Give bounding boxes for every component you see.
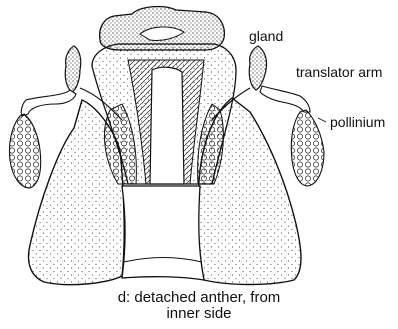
pollinium-leader <box>318 118 326 122</box>
right-translator-arm <box>260 86 310 112</box>
left-gland <box>65 46 81 92</box>
translator-arm-label: translator arm <box>296 64 382 80</box>
right-pollinium <box>291 110 324 186</box>
central-column <box>150 67 184 184</box>
left-translator-arm <box>21 90 76 116</box>
gland-label: gland <box>249 28 283 44</box>
caption-line-2: inner side <box>0 306 398 322</box>
left-pollinium <box>9 114 40 188</box>
figure-caption: d: detached anther, from inner side <box>0 290 398 322</box>
caption-line-1: d: detached anther, from <box>0 290 398 306</box>
central-membrane <box>122 186 204 280</box>
pollinium-label: pollinium <box>330 114 385 130</box>
right-gland <box>249 46 266 90</box>
